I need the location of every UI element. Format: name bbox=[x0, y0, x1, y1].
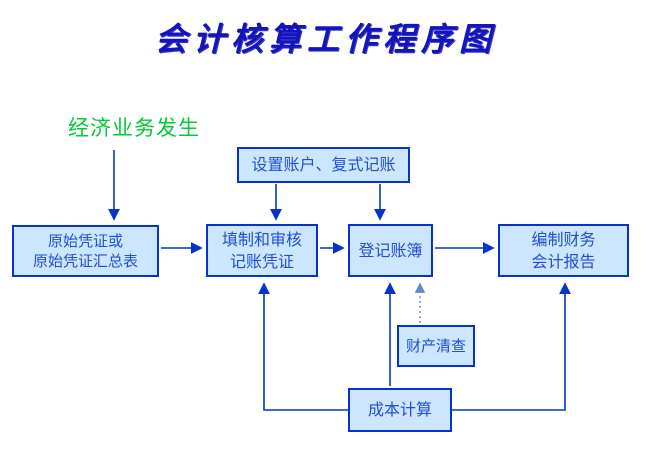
node-label-line: 会计报告 bbox=[531, 251, 596, 271]
node-label-line: 原始凭证汇总表 bbox=[32, 252, 138, 270]
start-label: 经济业务发生 bbox=[68, 116, 200, 140]
node-label-line: 设置账户、复式记账 bbox=[251, 155, 396, 175]
arrow-cost-to-report bbox=[452, 282, 571, 411]
node-property-check: 财产清查 bbox=[397, 325, 475, 367]
node-label-line: 编制财务 bbox=[531, 229, 596, 249]
node-fill-voucher: 填制和审核 记账凭证 bbox=[206, 224, 318, 277]
node-register-books: 登记账簿 bbox=[348, 224, 433, 277]
node-label-line: 成本计算 bbox=[367, 400, 432, 420]
node-financial-report: 编制财务 会计报告 bbox=[498, 224, 629, 277]
arrow-cost-to-fill bbox=[258, 282, 348, 411]
node-label-line: 填制和审核 bbox=[221, 229, 302, 249]
node-label-line: 登记账簿 bbox=[358, 240, 423, 260]
node-original-voucher: 原始凭证或 原始凭证汇总表 bbox=[12, 225, 159, 277]
node-cost-calc: 成本计算 bbox=[348, 388, 452, 432]
node-setup-account: 设置账户、复式记账 bbox=[237, 147, 410, 183]
node-label-line: 财产清查 bbox=[405, 336, 466, 355]
page-title: 会计核算工作程序图 bbox=[154, 20, 497, 58]
node-label-line: 原始凭证或 bbox=[47, 231, 123, 250]
node-label-line: 记账凭证 bbox=[229, 251, 294, 271]
